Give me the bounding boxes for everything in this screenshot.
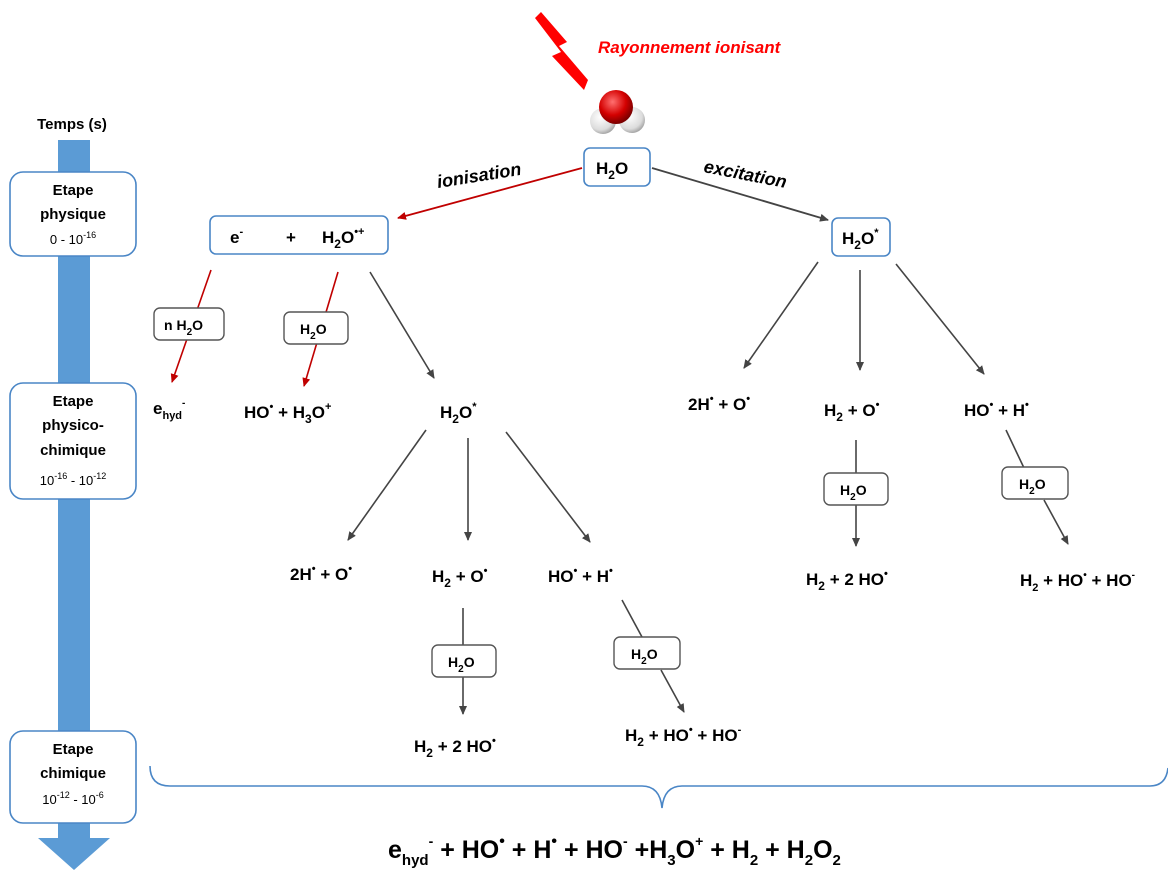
excited-water-box: H2O* [831, 217, 891, 257]
radiation-label: Rayonnement ionisant [598, 38, 782, 57]
branch-arrow [347, 429, 427, 541]
stage-time: 10-16 - 10-12 [40, 471, 107, 488]
product-2h-o: 2H• + O• [290, 563, 352, 584]
branch-arrow [505, 431, 591, 543]
ionisation-arrow [397, 167, 583, 220]
branch-line [1005, 429, 1025, 469]
excitation-arrow [651, 167, 829, 222]
product-h2-o: H2 + O• [824, 399, 880, 424]
svg-text:H2O: H2O [596, 159, 628, 182]
stage-line: chimique [40, 442, 106, 459]
svg-text:H2O: H2O [631, 646, 658, 667]
product-h2-2ho: H2 + 2 HO• [806, 568, 888, 593]
ehyd-product: ehyd- [153, 398, 185, 422]
h2o-excited-secondary: H2O* [440, 401, 477, 426]
ho-h3o-product: HO• + H3O+ [244, 401, 331, 426]
svg-text:H2O: H2O [448, 654, 475, 675]
svg-text:n H2O: n H2O [164, 317, 203, 338]
product-h2-ho-ho: H2 + HO• + HO- [625, 724, 742, 749]
svg-text:H2O: H2O [840, 482, 867, 503]
stage-line: Etape [53, 182, 94, 199]
h2o-box: H2O [1001, 466, 1069, 500]
stage-physique: Etape physique 0 - 10-16 [9, 171, 137, 257]
stage-time: 10-12 - 10-6 [42, 790, 104, 807]
final-products: ehyd- + HO• + H• + HO- +H3O+ + H2 + H2O2 [388, 833, 841, 869]
stage-line: Etape [53, 393, 94, 410]
svg-text:e-: e- [230, 226, 243, 247]
summary-brace [149, 765, 1168, 809]
stage-line: physique [40, 206, 106, 223]
stage-line: chimique [40, 765, 106, 782]
h2o-box: H2O [283, 311, 349, 345]
recombination-arrow [369, 271, 435, 379]
n-h2o-box: n H2O [153, 307, 225, 341]
product-h2-ho-ho: H2 + HO• + HO- [1020, 570, 1135, 594]
product-ho-h: HO• + H• [548, 565, 613, 586]
branch-line [621, 599, 643, 638]
product-h2-2ho: H2 + 2 HO• [414, 735, 496, 760]
branch-arrow [660, 669, 685, 713]
branch-arrow [1043, 499, 1069, 545]
h2o-box: H2O [431, 644, 497, 678]
product-2h-o: 2H• + O• [688, 393, 750, 414]
h2o-source-box: H2O [583, 147, 651, 187]
ionised-products-box: e- + H2O•+ [209, 215, 389, 255]
stage-time: 0 - 10-16 [50, 230, 96, 247]
branch-arrow [895, 263, 985, 375]
svg-text:+: + [286, 228, 296, 247]
stage-line: Etape [53, 741, 94, 758]
svg-text:H2O•+: H2O•+ [322, 226, 364, 251]
branch-arrow [743, 261, 819, 369]
h2o-box: H2O [823, 472, 889, 506]
lightning-icon [535, 12, 588, 90]
h2o-box: H2O [613, 636, 681, 670]
stage-chimique: Etape chimique 10-12 - 10-6 [9, 730, 137, 824]
svg-text:H2O*: H2O* [842, 227, 879, 252]
product-ho-h: HO• + H• [964, 399, 1029, 420]
water-molecule-icon [590, 90, 645, 134]
stage-physico-chimique: Etape physico- chimique 10-16 - 10-12 [9, 382, 137, 500]
product-h2-o: H2 + O• [432, 565, 488, 590]
stage-line: physico- [42, 417, 104, 434]
time-axis-label: Temps (s) [37, 116, 107, 133]
svg-text:H2O: H2O [300, 321, 327, 342]
svg-text:H2O: H2O [1019, 476, 1046, 497]
